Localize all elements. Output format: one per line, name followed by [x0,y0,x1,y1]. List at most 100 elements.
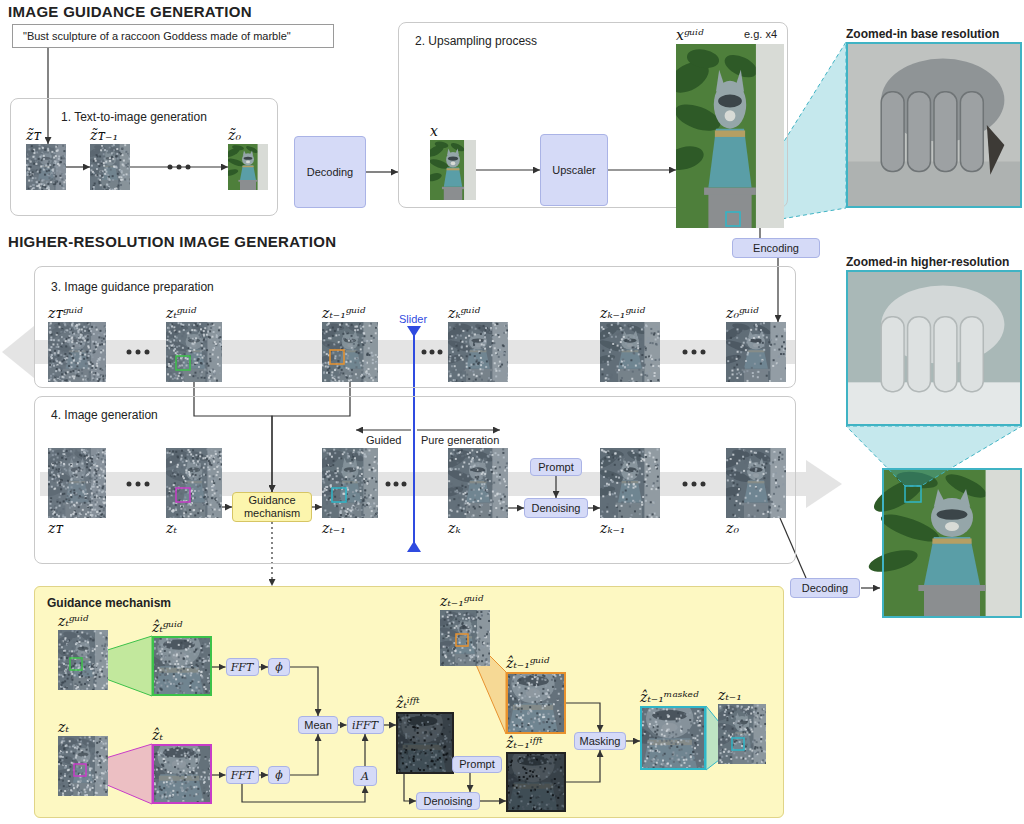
illustration-shape [35,177,37,179]
illustration-shape [206,334,208,336]
illustration-shape [220,344,222,346]
illustration-shape [101,171,103,173]
illustration-shape [180,357,182,359]
illustration-shape [353,343,355,345]
arrow-connector [130,166,228,167]
illustration-shape [621,349,623,351]
illustration-shape [49,349,51,351]
illustration-shape [611,358,613,360]
illustration-shape [761,332,763,334]
illustration-shape [98,165,100,167]
illustration-shape [55,175,57,177]
illustration-shape [219,341,221,343]
illustration-shape [71,347,73,349]
illustration-shape [192,338,194,340]
illustration-shape [207,323,209,325]
illustration-shape [39,144,41,146]
illustration-shape [490,329,492,331]
illustration-shape [174,336,176,338]
illustration-shape [122,164,124,166]
illustration-shape [88,368,90,370]
ellipsis-dot [394,482,399,487]
illustration-shape [465,341,467,343]
illustration-shape [344,338,346,340]
illustration-shape [56,332,58,334]
illustration-shape [362,344,364,346]
illustration-shape [167,348,169,350]
illustration-shape [92,341,94,343]
illustration-shape [347,355,349,357]
illustration-shape [108,186,110,188]
illustration-shape [119,159,121,161]
illustration-shape [129,171,130,173]
illustration-shape [637,344,639,346]
illustration-shape [187,361,189,363]
illustration-shape [655,366,657,368]
illustration-shape [178,340,180,342]
illustration-shape [934,92,957,172]
illustration-shape [107,184,109,186]
illustration-shape [346,331,348,333]
illustration-shape [337,365,339,367]
illustration-shape [121,147,123,149]
illustration-shape [336,382,338,383]
illustration-shape [246,161,250,164]
illustration-shape [64,382,66,383]
illustration-shape [484,335,486,337]
illustration-shape [201,341,203,343]
illustration-shape [79,358,81,360]
illustration-shape [194,339,196,341]
illustration-shape [646,372,648,374]
illustration-shape [373,337,375,339]
illustration-shape [366,353,368,355]
illustration-shape [174,336,176,338]
illustration-shape [61,331,63,333]
slider-handle [407,326,421,337]
illustration-shape [498,356,500,358]
illustration-shape [726,322,786,382]
illustration-shape [625,340,627,342]
illustration-shape [660,366,661,368]
illustration-shape [105,327,106,329]
illustration-shape [203,363,205,365]
illustration-shape [937,509,968,520]
illustration-shape [79,353,81,355]
illustration-shape [87,339,89,341]
illustration-shape [650,364,652,366]
illustration-shape [479,376,481,378]
illustration-shape [357,341,359,343]
illustration-shape [28,168,30,170]
illustration-shape [50,322,52,324]
illustration-shape [125,151,127,153]
illustration-shape [366,372,368,374]
illustration-shape [654,332,656,334]
illustration-shape [71,325,73,327]
illustration-shape [54,183,56,185]
illustration-shape [76,342,78,344]
illustration-shape [93,379,95,381]
illustration-shape [74,354,76,356]
illustration-shape [65,179,66,181]
arrow-connector [404,774,416,801]
illustration-shape [447,168,460,170]
illustration-shape [188,324,190,326]
illustration-shape [183,362,185,364]
illustration-shape [73,333,75,335]
illustration-shape [485,327,487,329]
illustration-shape [103,165,105,167]
illustration-shape [220,338,222,340]
illustration-shape [90,144,130,190]
illustration-shape [209,380,211,382]
illustration-shape [107,187,109,189]
illustration-shape [449,355,451,357]
illustration-shape [201,363,203,365]
illustration-shape [26,144,66,190]
illustration-shape [461,381,463,382]
illustration-shape [31,145,33,147]
illustration-shape [339,357,341,359]
illustration-shape [905,486,921,502]
illustration-shape [106,326,107,328]
illustration-shape [648,341,650,343]
illustration-shape [127,180,129,182]
illustration-shape [64,353,66,355]
